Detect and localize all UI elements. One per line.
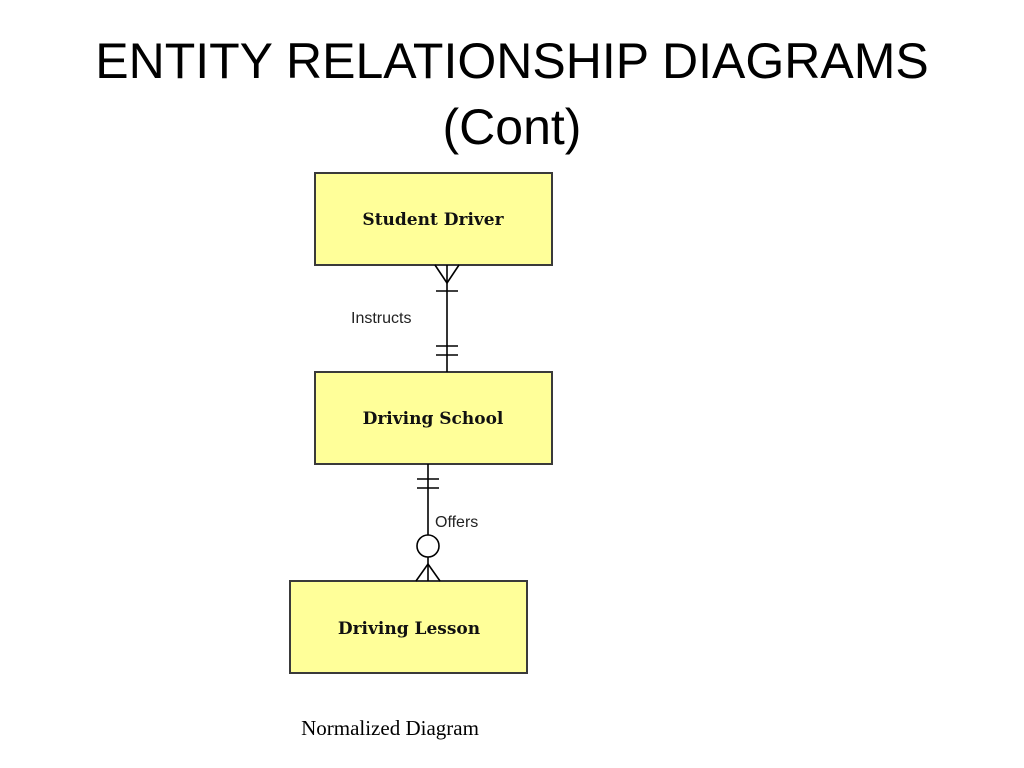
relationship-offers: Offers [415,464,478,582]
entity-label-student-driver: Student Driver [362,210,504,230]
entity-label-driving-school: Driving School [363,409,504,429]
entity-box-driving-school [314,371,553,465]
entity-label-driving-lesson: Driving Lesson [338,619,480,639]
relationship-label-offers: Offers [435,514,478,531]
diagram-caption: Normalized Diagram [301,716,479,740]
slide-title: ENTITY RELATIONSHIP DIAGRAMS (Cont) [0,28,1024,160]
crowfoot-many-driving-lesson [415,562,441,582]
entity-driving-lesson: Driving Lesson [289,580,528,674]
title-line-2: (Cont) [442,99,582,155]
crowfoot-many-student-driver [434,264,460,285]
entity-box-driving-lesson [289,580,528,674]
entity-driving-school: Driving School [314,371,553,465]
entity-student-driver: Student Driver [314,172,553,266]
optional-circle-lesson [416,534,440,558]
relationship-instructs: Instructs [351,264,460,372]
entity-box-student-driver [314,172,553,266]
relationship-label-instructs: Instructs [351,310,411,327]
title-line-1: ENTITY RELATIONSHIP DIAGRAMS [95,33,929,89]
